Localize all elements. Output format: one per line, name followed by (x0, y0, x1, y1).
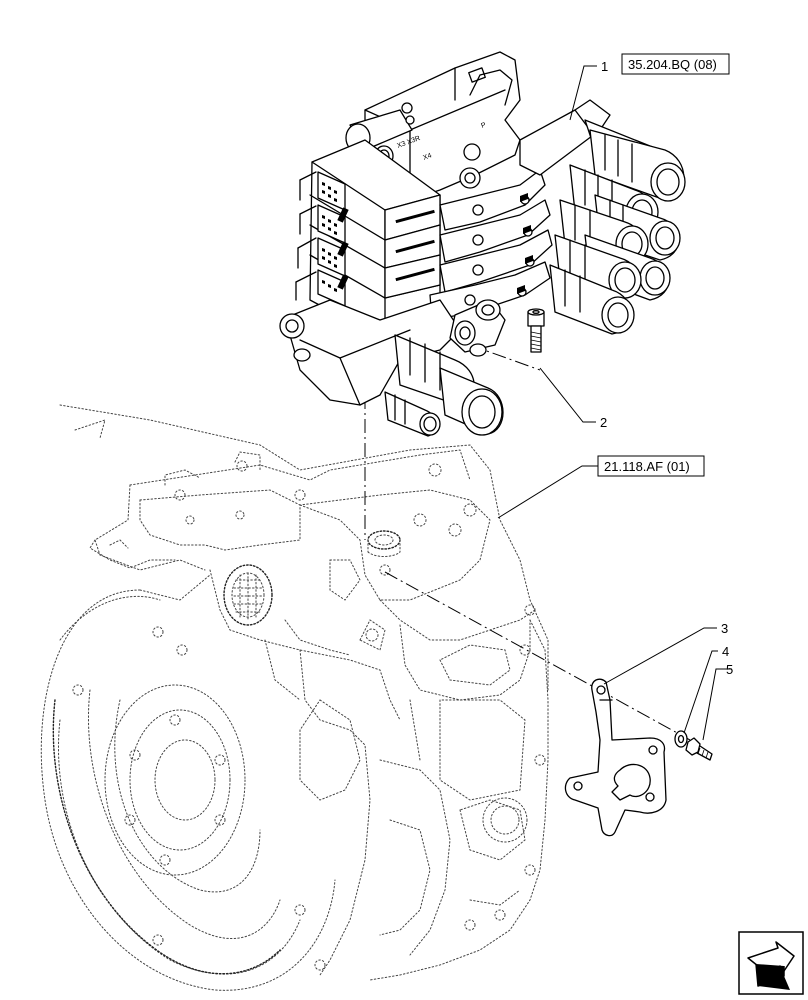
svg-text:P: P (480, 122, 487, 130)
section-arms (429, 169, 553, 321)
washer-item-4 (674, 730, 688, 748)
transmission-housing (40, 404, 549, 991)
reference-box-1[interactable]: 35.204.BQ (08) (621, 53, 730, 75)
reference-label-2: 21.118.AF (01) (604, 459, 690, 474)
valve-mount-boss (367, 530, 401, 576)
next-page-arrow-icon[interactable] (738, 931, 804, 995)
reference-label-1: 35.204.BQ (08) (628, 57, 717, 72)
solenoid-connectors (295, 171, 349, 307)
callout-2: 2 (600, 415, 607, 430)
strainer-screen (223, 564, 273, 626)
callout-1: 1 (601, 59, 608, 74)
screw-item-5 (685, 737, 713, 761)
leader-lines (497, 65, 732, 741)
callout-3: 3 (721, 621, 728, 636)
svg-text:X4: X4 (422, 152, 433, 162)
callout-4: 4 (722, 644, 729, 659)
control-valve-assembly: X3 X3R X4 P (279, 51, 686, 437)
reference-box-2[interactable]: 21.118.AF (01) (597, 455, 705, 477)
inlet-couplings (384, 334, 504, 437)
port-fitting (449, 299, 506, 357)
callout-5: 5 (726, 662, 733, 677)
quick-couplers-lower (549, 199, 671, 335)
bolt-item-2 (527, 308, 545, 353)
bracket-item-3 (564, 678, 667, 837)
callout-labels: 1 2 3 4 5 (600, 59, 733, 677)
